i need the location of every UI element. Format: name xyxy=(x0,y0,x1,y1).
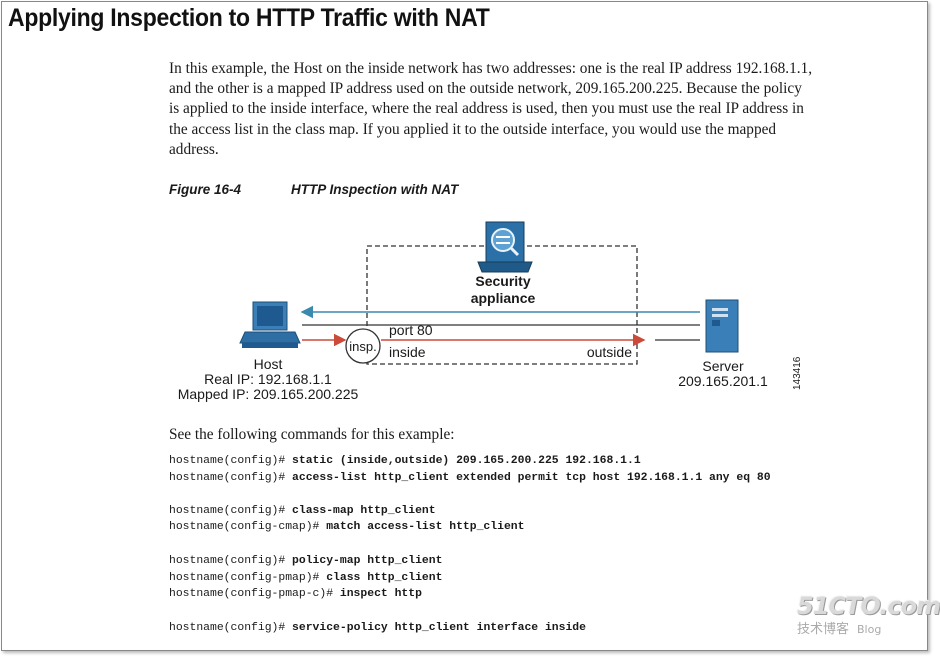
command-prompt: hostname(config-pmap-c)# xyxy=(169,588,340,600)
paragraph-line: is applied to the inside interface, wher… xyxy=(169,100,804,118)
intro-paragraph: In this example, the Host on the inside … xyxy=(169,59,907,160)
firewall-icon xyxy=(477,221,533,273)
inside-label: inside xyxy=(389,344,426,360)
watermark-brand: 51CTO.com xyxy=(797,592,940,620)
command-text: access-list http_client extended permit … xyxy=(292,472,771,484)
page-frame xyxy=(1,1,928,651)
appliance-label-1: Security xyxy=(475,273,530,289)
server-ip: 209.165.201.1 xyxy=(678,373,768,389)
command-prompt: hostname(config)# xyxy=(169,455,293,467)
command-line: hostname(config)# service-policy http_cl… xyxy=(169,622,586,634)
command-prompt: hostname(config-pmap)# xyxy=(169,572,327,584)
host-computer-icon xyxy=(239,301,301,348)
command-prompt: hostname(config)# xyxy=(169,555,293,567)
host-real-ip: Real IP: 192.168.1.1 xyxy=(204,371,332,387)
command-text: match access-list http_client xyxy=(326,521,525,533)
paragraph-line: and the other is a mapped IP address use… xyxy=(169,80,802,98)
command-text: service-policy http_client interface ins… xyxy=(292,622,586,634)
figure-number: Figure 16-4 xyxy=(169,182,242,197)
command-text: inspect http xyxy=(339,588,422,600)
page-title: Applying Inspection to HTTP Traffic with… xyxy=(8,4,490,32)
network-diagram: Security appliance insp. port 80 inside … xyxy=(178,221,803,402)
command-line: hostname(config-pmap-c)# inspect http xyxy=(169,588,422,600)
command-text: class-map http_client xyxy=(292,505,436,517)
site-watermark: 51CTO.com 技术博客 Blog xyxy=(797,592,940,637)
commands-intro: See the following commands for this exam… xyxy=(169,426,455,443)
inspection-circle xyxy=(345,328,381,364)
host-mapped-ip: Mapped IP: 209.165.200.225 xyxy=(178,386,359,402)
port-label: port 80 xyxy=(389,322,433,338)
outside-label: outside xyxy=(587,344,632,360)
watermark-sub-text: 技术博客 xyxy=(797,622,850,637)
command-line: hostname(config-pmap)# class http_client xyxy=(169,572,442,584)
command-line: hostname(config)# policy-map http_client xyxy=(169,555,442,567)
paragraph-line: In this example, the Host on the inside … xyxy=(169,60,813,77)
insp-label: insp. xyxy=(349,339,376,354)
figure-id: 143416 xyxy=(792,356,803,390)
command-text: policy-map http_client xyxy=(292,555,443,567)
appliance-label-2: appliance xyxy=(471,290,536,306)
command-prompt: hostname(config-cmap)# xyxy=(169,521,327,533)
command-line: hostname(config-cmap)# match access-list… xyxy=(169,521,524,533)
server-label: Server xyxy=(702,358,744,374)
paragraph-line: address. xyxy=(169,140,219,158)
command-text: class http_client xyxy=(326,572,443,584)
command-prompt: hostname(config)# xyxy=(169,505,293,517)
command-prompt: hostname(config)# xyxy=(169,472,293,484)
host-label: Host xyxy=(254,356,283,372)
paragraph-line: the access list in the class map. If you… xyxy=(169,120,777,138)
command-line: hostname(config)# class-map http_client xyxy=(169,505,436,517)
server-icon xyxy=(705,299,739,353)
command-text: static (inside,outside) 209.165.200.225 … xyxy=(292,455,641,467)
command-line: hostname(config)# access-list http_clien… xyxy=(169,472,771,484)
watermark-blog: Blog xyxy=(857,623,882,636)
command-prompt: hostname(config)# xyxy=(169,622,293,634)
appliance-boundary xyxy=(366,245,638,365)
command-line: hostname(config)# static (inside,outside… xyxy=(169,455,641,467)
watermark-sub: 技术博客 Blog xyxy=(797,618,940,637)
figure-title: HTTP Inspection with NAT xyxy=(291,182,459,197)
